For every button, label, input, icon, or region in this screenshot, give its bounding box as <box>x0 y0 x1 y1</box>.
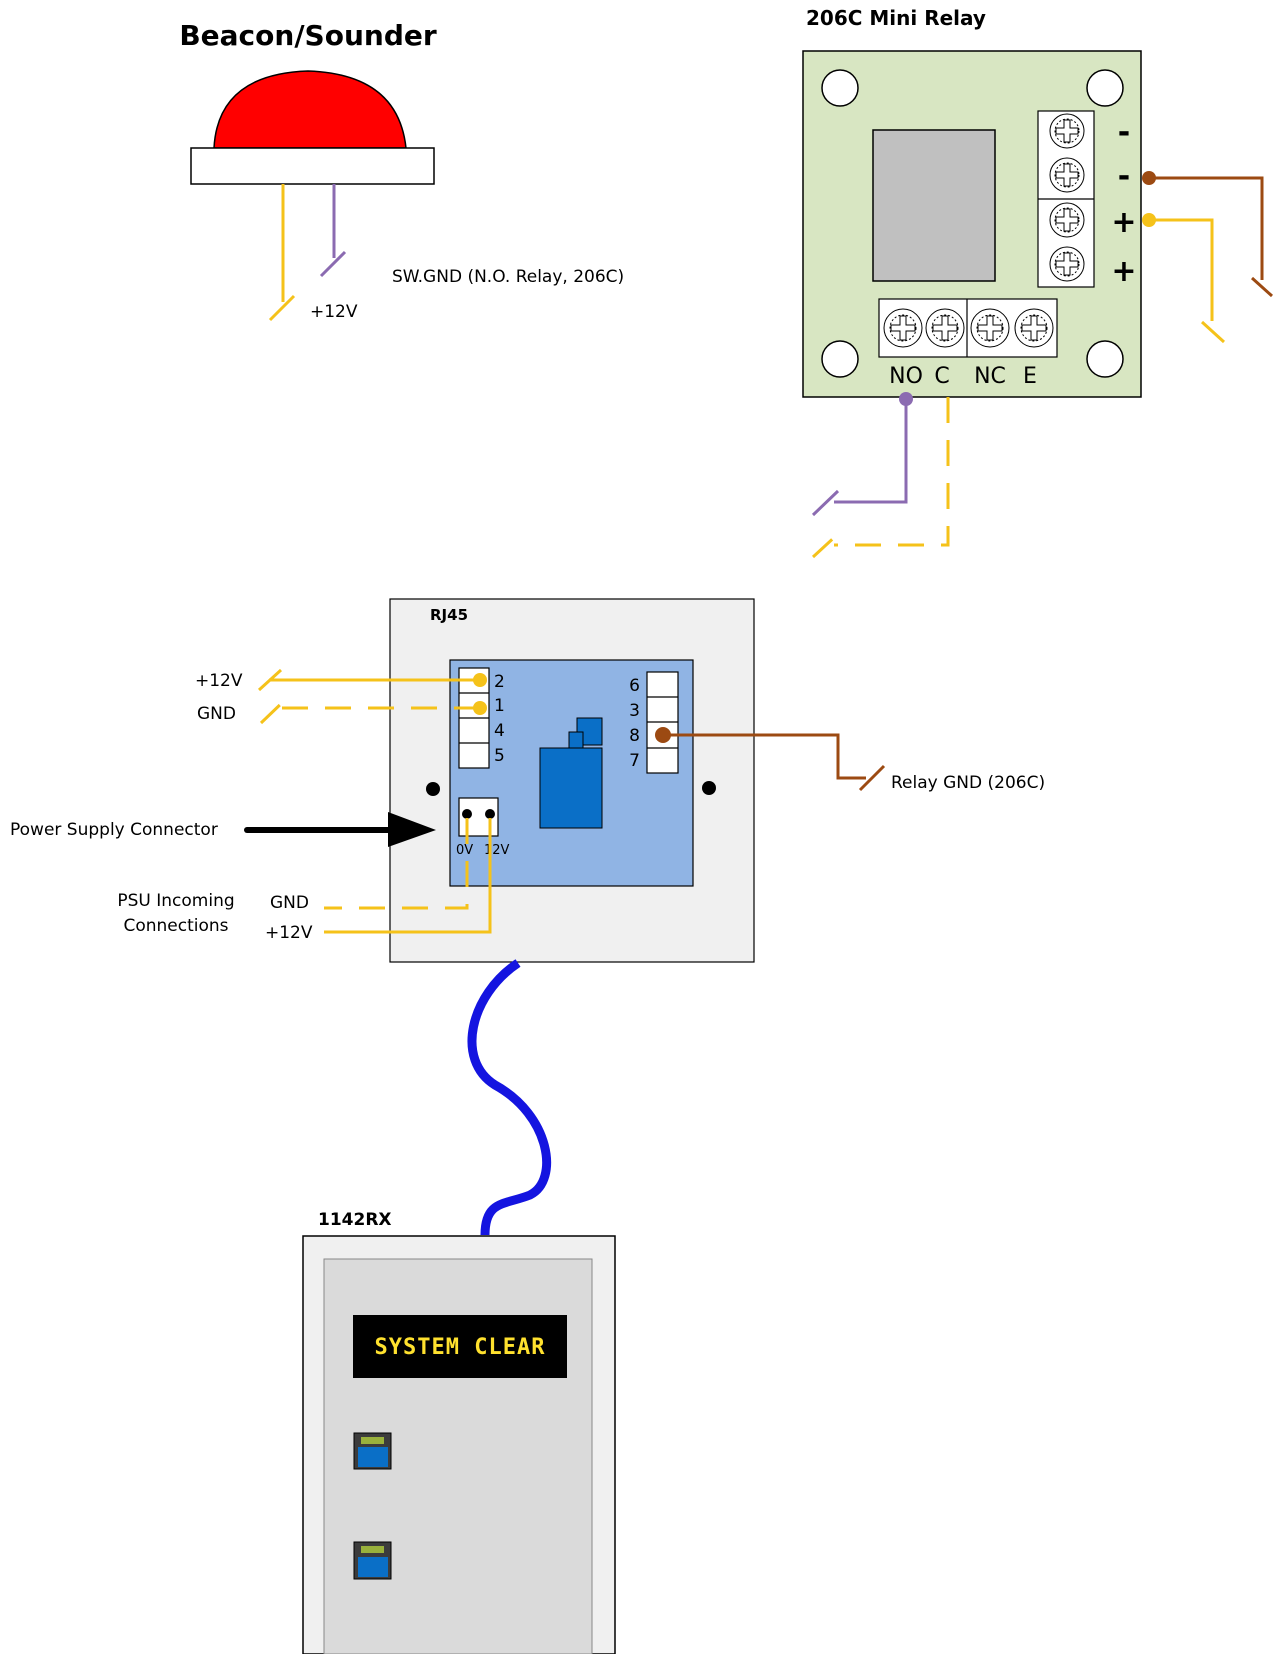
relay-mount-hole-br <box>1086 340 1124 378</box>
relay-mount-hole-bl <box>821 340 859 378</box>
beacon-dome <box>213 70 407 149</box>
panel-lcd-text: SYSTEM CLEAR <box>375 1335 546 1360</box>
panel-title: 1142RX <box>318 1210 392 1230</box>
beacon-sounder: Beacon/Sounder SW.GND (N.O. Relay, 206C)… <box>179 19 624 322</box>
relay-coil <box>872 129 996 282</box>
relay-206c: 206C Mini Relay - - + + <box>802 6 1274 559</box>
panel-1142rx: 1142RX SYSTEM CLEAR <box>302 1210 616 1654</box>
relay-no-wire-dot <box>899 392 913 406</box>
relay-no-wire <box>811 399 908 517</box>
relay-screw-r1 <box>1049 113 1085 149</box>
psu-gnd-wire <box>324 818 469 910</box>
rj45-pin-1: 1 <box>494 696 505 716</box>
rj45-pin8-dot <box>655 727 671 743</box>
relay-terminal-label-c: C <box>934 364 949 389</box>
relay-terminal-label-e: E <box>1023 364 1037 389</box>
beacon-base <box>190 147 435 185</box>
relay-terminal-label-neg2: - <box>1118 159 1130 194</box>
psu-connector-arrow <box>244 812 436 847</box>
beacon-sw-gnd-label: SW.GND (N.O. Relay, 206C) <box>392 267 624 287</box>
relay-bottom-terminal-block <box>878 298 1058 358</box>
panel-button-2[interactable] <box>353 1541 392 1580</box>
label-psu-incoming-1: PSU Incoming <box>117 891 234 911</box>
rj45-psu-connector <box>458 797 499 837</box>
rj45-label-12v: +12V <box>195 671 243 691</box>
rj45-pin1-gnd-wire <box>259 698 480 725</box>
beacon-title: Beacon/Sounder <box>179 19 437 52</box>
rj45-pin-2: 2 <box>494 672 505 692</box>
relay-gnd-wire-out <box>1149 176 1274 298</box>
rj45-mount-right <box>702 781 716 795</box>
rj45-label-relay-gnd: Relay GND (206C) <box>891 773 1045 793</box>
relay-terminal-label-no: NO <box>889 364 923 389</box>
rj45-right-pin-block <box>646 671 679 774</box>
rj45-pin-6: 6 <box>629 676 640 696</box>
rj45-label-gnd: GND <box>197 704 236 724</box>
rj45-pin-4: 4 <box>494 721 505 741</box>
relay-screw-b3 <box>970 308 1010 348</box>
network-cable <box>467 959 552 1236</box>
rj45-pin-7: 7 <box>629 751 640 771</box>
relay-mount-hole-tl <box>821 69 859 107</box>
panel-button-2-led <box>361 1546 384 1553</box>
relay-mount-hole-tr <box>1086 69 1124 107</box>
panel-lcd <box>353 1315 567 1378</box>
rj45-chip <box>539 717 603 829</box>
rj45-pin2-12v-wire <box>257 668 480 692</box>
psu-12v-wire <box>324 818 492 934</box>
relay-screw-b4 <box>1014 308 1054 348</box>
rj45-pin8-relay-gnd-wire <box>663 733 886 792</box>
relay-title: 206C Mini Relay <box>806 6 986 30</box>
relay-c-wire <box>811 397 950 559</box>
beacon-12v-wire <box>268 184 296 322</box>
rj45-pin-5: 5 <box>494 746 505 766</box>
label-psu-gnd: GND <box>270 893 309 913</box>
rj45-module: RJ45 2 1 4 5 6 3 8 7 <box>10 598 1045 963</box>
relay-gnd-wire-dot <box>1142 171 1156 185</box>
relay-12v-wire-dot <box>1142 213 1156 227</box>
relay-screw-r3 <box>1049 202 1085 238</box>
relay-terminal-label-neg1: - <box>1118 115 1130 150</box>
relay-terminal-label-pos1: + <box>1111 205 1136 240</box>
relay-screw-b1 <box>883 308 923 348</box>
beacon-12v-label: +12V <box>310 302 358 322</box>
relay-screw-b2 <box>925 308 965 348</box>
label-psu-12v: +12V <box>265 923 313 943</box>
rj45-pin-3: 3 <box>629 701 640 721</box>
panel-button-1-led <box>361 1437 384 1444</box>
beacon-sw-gnd-wire <box>319 184 347 278</box>
label-psu-connector: Power Supply Connector <box>10 820 218 840</box>
relay-terminal-label-pos2: + <box>1111 254 1136 289</box>
relay-terminal-label-nc: NC <box>974 364 1006 389</box>
relay-right-terminal-block <box>1037 110 1095 288</box>
rj45-mount-left <box>426 782 440 796</box>
relay-12v-wire-out <box>1149 218 1226 344</box>
rj45-pin1-dot <box>473 701 487 715</box>
relay-screw-r2 <box>1049 157 1085 193</box>
rj45-pin-8: 8 <box>629 726 640 746</box>
rj45-psu-label-12v: 12V <box>484 843 510 858</box>
relay-screw-r4 <box>1049 246 1085 282</box>
rj45-pin2-dot <box>473 673 487 687</box>
rj45-title: RJ45 <box>430 606 468 624</box>
label-psu-incoming-2: Connections <box>123 916 228 936</box>
rj45-psu-label-0v: 0V <box>456 843 473 858</box>
panel-button-1[interactable] <box>353 1432 392 1470</box>
